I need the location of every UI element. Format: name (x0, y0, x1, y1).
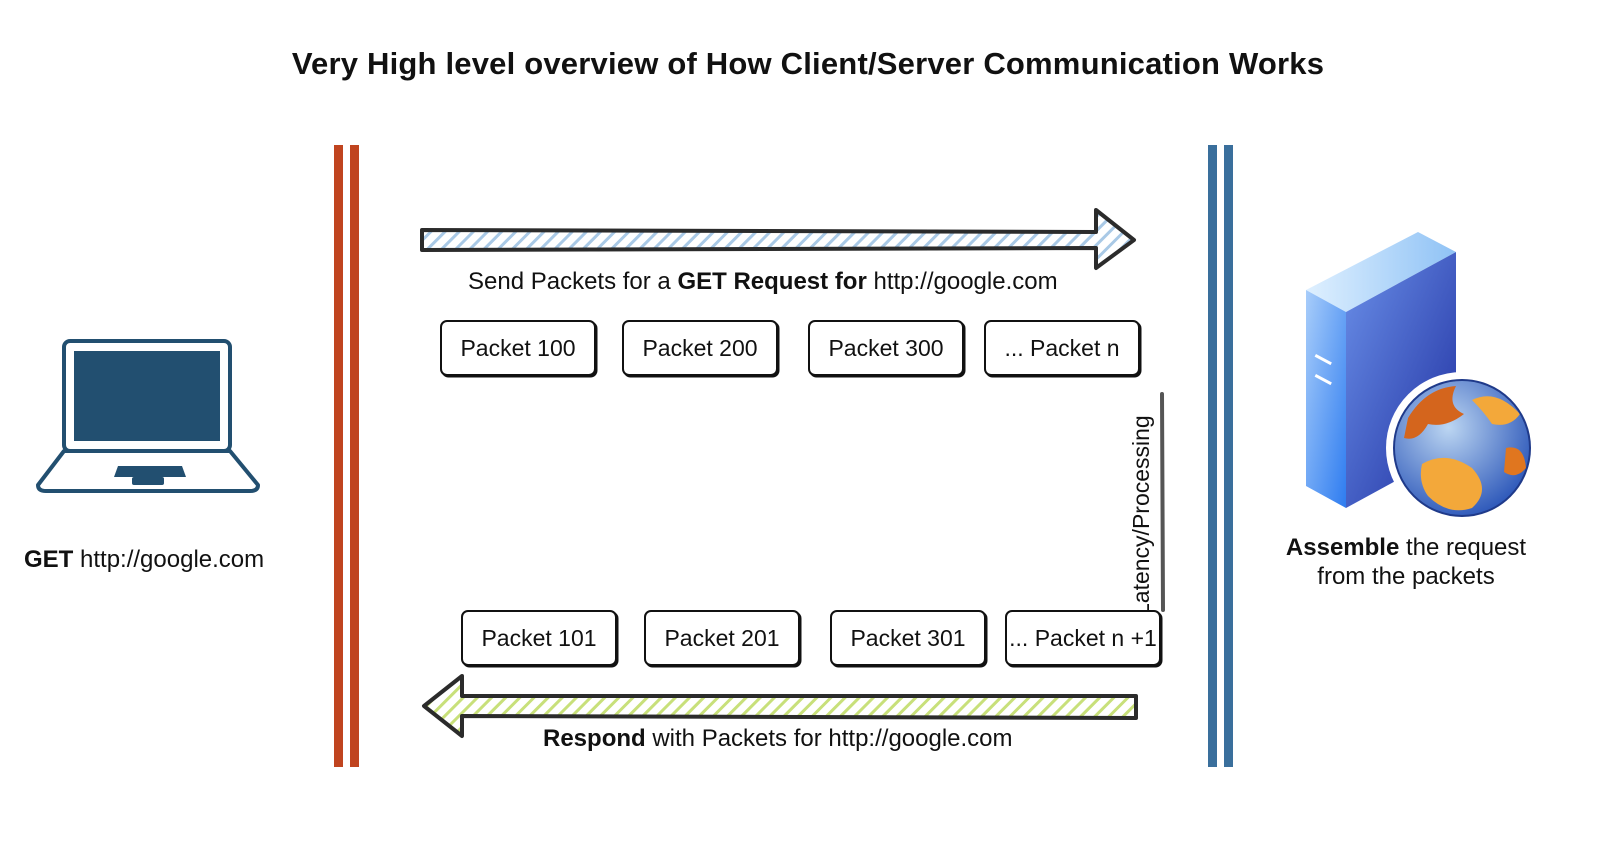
client-caption-text: http://google.com (73, 546, 265, 573)
server-caption-text-1: the request (1399, 534, 1527, 561)
request-packet: Packet 100 (440, 320, 596, 376)
response-packet: Packet 301 (830, 610, 986, 666)
server-caption-text-2: from the packets (1317, 563, 1495, 590)
response-packet: Packet 201 (644, 610, 800, 666)
response-packet: Packet 101 (461, 610, 617, 666)
laptop-icon (36, 339, 260, 493)
request-caption-prefix: Send Packets for a (468, 268, 678, 295)
request-packet: Packet 200 (622, 320, 778, 376)
response-packet: ... Packet n +1 (1005, 610, 1161, 666)
response-caption: Respond with Packets for http://google.c… (543, 725, 1013, 753)
request-arrow (420, 208, 1136, 270)
server-caption: Assemble the request from the packets (1276, 533, 1536, 591)
response-arrow (422, 674, 1138, 738)
latency-label: Latency/Processing (1128, 415, 1154, 616)
request-caption-bold: GET Request for (677, 268, 867, 295)
request-caption-url: http://google.com (866, 268, 1058, 295)
server-boundary-line (1208, 145, 1233, 767)
latency-bracket-line (1160, 392, 1165, 612)
request-caption: Send Packets for a GET Request for http:… (468, 268, 1058, 296)
client-caption-bold: GET (24, 546, 74, 573)
request-packet: ... Packet n (984, 320, 1140, 376)
request-packet: Packet 300 (808, 320, 964, 376)
server-caption-bold: Assemble (1285, 534, 1400, 561)
client-boundary-line (334, 145, 359, 767)
client-caption: GET http://google.com (24, 546, 264, 574)
server-globe-icon (1306, 232, 1538, 524)
diagram-title: Very High level overview of How Client/S… (291, 46, 1325, 81)
response-caption-text: with Packets for http://google.com (645, 725, 1013, 752)
response-caption-bold: Respond (543, 725, 646, 752)
